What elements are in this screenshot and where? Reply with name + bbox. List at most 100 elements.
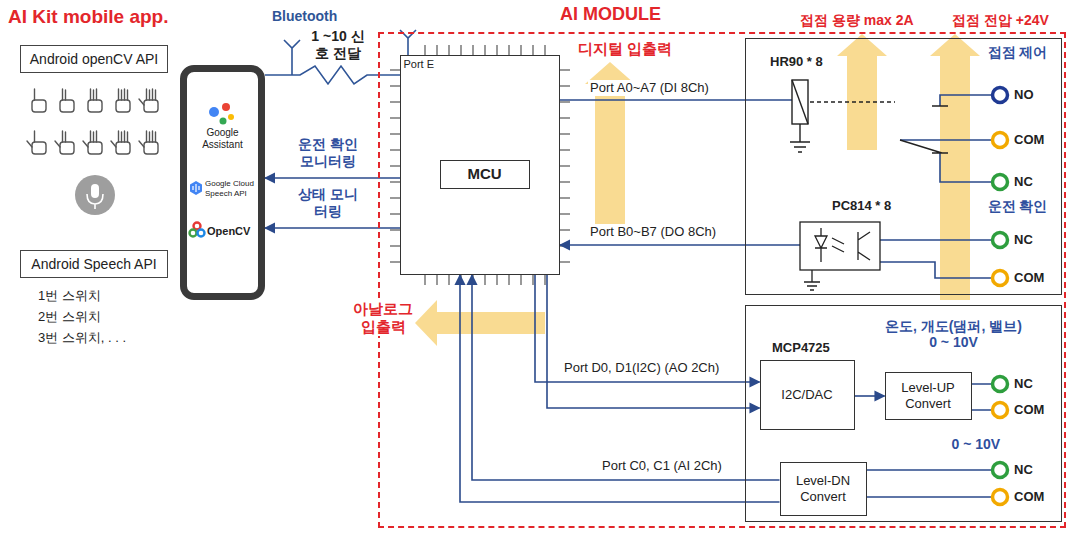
signal-line (560, 244, 745, 246)
wireless-link (265, 66, 400, 84)
terminal-label: COM (1014, 132, 1044, 148)
relay-symbol (792, 80, 808, 124)
mcu-chip: Port EMCU (400, 55, 560, 275)
terminal (993, 88, 1008, 103)
terminal-label: COM (1014, 489, 1044, 505)
terminal (993, 233, 1008, 248)
chip-pin (532, 275, 533, 285)
hand-gesture-icon (121, 132, 122, 142)
chip-pin (544, 275, 545, 285)
relay-symbol (790, 124, 810, 152)
chip-pin (390, 245, 400, 246)
chip-pin (448, 45, 449, 55)
hand-gesture-icon (65, 132, 66, 142)
relay-symbol (792, 80, 808, 124)
yellow-arrow (930, 34, 980, 300)
terminal-label: COM (1014, 402, 1044, 418)
hand-gesture-icon (90, 131, 91, 142)
hand-gesture-icon (139, 141, 144, 147)
hand-gesture-icon (93, 132, 94, 142)
label-text: 접점 전압 +24V (952, 12, 1049, 29)
terminal (993, 88, 1008, 505)
hand-gesture-icon (34, 89, 35, 100)
edge-label: Port D0, D1(I2C) (AO 2Ch) (562, 360, 721, 376)
wire (900, 95, 992, 182)
chip-pin (424, 275, 425, 285)
hand-gesture-icon (65, 90, 66, 100)
app-icon (228, 114, 234, 120)
yellow-arrow (415, 34, 980, 346)
chip-pin (560, 101, 570, 102)
module-region: AI MODULEPort EMCU접점 제어운전 확인온도, 개도(댐퍼, 밸… (378, 32, 1066, 528)
chip-pin (390, 45, 570, 285)
chip-pin (496, 45, 497, 55)
mic-icon (91, 184, 99, 198)
optocoupler-symbol (832, 238, 844, 252)
hand-gesture-icon (27, 141, 32, 147)
hand-gesture-icon (144, 142, 158, 154)
node-text: Google Assistant (187, 127, 258, 151)
chip-pin (544, 45, 545, 55)
optocoupler-symbol (800, 222, 880, 290)
hand-gesture-icon (146, 89, 147, 100)
mcu-box: MCU (440, 160, 530, 189)
chip-pin (390, 229, 400, 230)
chip-pin (560, 181, 570, 182)
label-text: HR90 * 8 (770, 54, 823, 70)
mic-icon (75, 175, 115, 215)
chip-pin (560, 85, 570, 86)
hand-gesture-icon (34, 131, 35, 142)
hand-gesture-icon (124, 131, 125, 142)
signal-line (460, 275, 780, 502)
smartphone: Google AssistantGoogle Cloud Speech APIO… (180, 65, 265, 300)
edge-label: 상태 모니터링 (290, 186, 366, 220)
hand-gesture-icon (139, 99, 144, 105)
analog-panel: 온도, 개도(댐퍼, 밸브) 0 ~ 10V0 ~ 10VI2C/DACLeve… (745, 305, 1062, 522)
signal-line (560, 99, 745, 101)
chip-pin (390, 165, 400, 166)
terminal-label: NC (1014, 174, 1033, 190)
wire (745, 95, 992, 497)
hand-gesture-icon (121, 90, 122, 100)
hand-gesture-icon (27, 89, 158, 154)
title-text: AI Kit mobile app. (8, 6, 168, 29)
chip-pin (520, 45, 521, 55)
app-icon (190, 230, 197, 237)
connector-group (265, 66, 885, 502)
signal-line (535, 275, 760, 382)
chip-pin (508, 45, 509, 55)
edge-label: Port B0~B7 (DO 8Ch) (588, 224, 718, 240)
chip-pin (560, 149, 570, 150)
hand-gesture-icon (149, 132, 150, 142)
signal-line (265, 177, 400, 179)
edge-label: Port C0, C1 (AI 2Ch) (600, 458, 724, 474)
chip-pin (436, 45, 437, 55)
converter-box: Level-DN Convert (780, 462, 867, 516)
hand-gesture-icon (149, 90, 150, 100)
wire (860, 470, 992, 497)
optocoupler-symbol (800, 222, 880, 270)
terminal (993, 133, 1008, 148)
hand-gesture-icon (155, 132, 156, 142)
app-icon (190, 103, 235, 237)
edge-label: 운전 확인 모니터링 (290, 136, 366, 170)
label-text: MCP4725 (772, 340, 830, 356)
app-icon (222, 103, 230, 111)
chip-pin (508, 275, 509, 285)
app-icon (220, 118, 227, 125)
antenna (284, 40, 300, 75)
hand-gesture-icon (118, 131, 119, 142)
hand-gesture-icon (62, 131, 63, 142)
hand-gesture-icon (60, 142, 74, 154)
chip-pin (484, 45, 485, 55)
hand-gesture-icon (55, 141, 60, 147)
label-text: 1번 스위치 (38, 288, 101, 304)
node-text: 0 ~ 10V (952, 436, 1001, 453)
chip-pin (560, 229, 570, 230)
chip-pin (532, 45, 533, 55)
node-text: Level-UP Convert (890, 380, 967, 411)
chip-pin (390, 85, 400, 86)
hand-gesture-icon (152, 131, 153, 142)
relay-symbol (900, 106, 948, 153)
